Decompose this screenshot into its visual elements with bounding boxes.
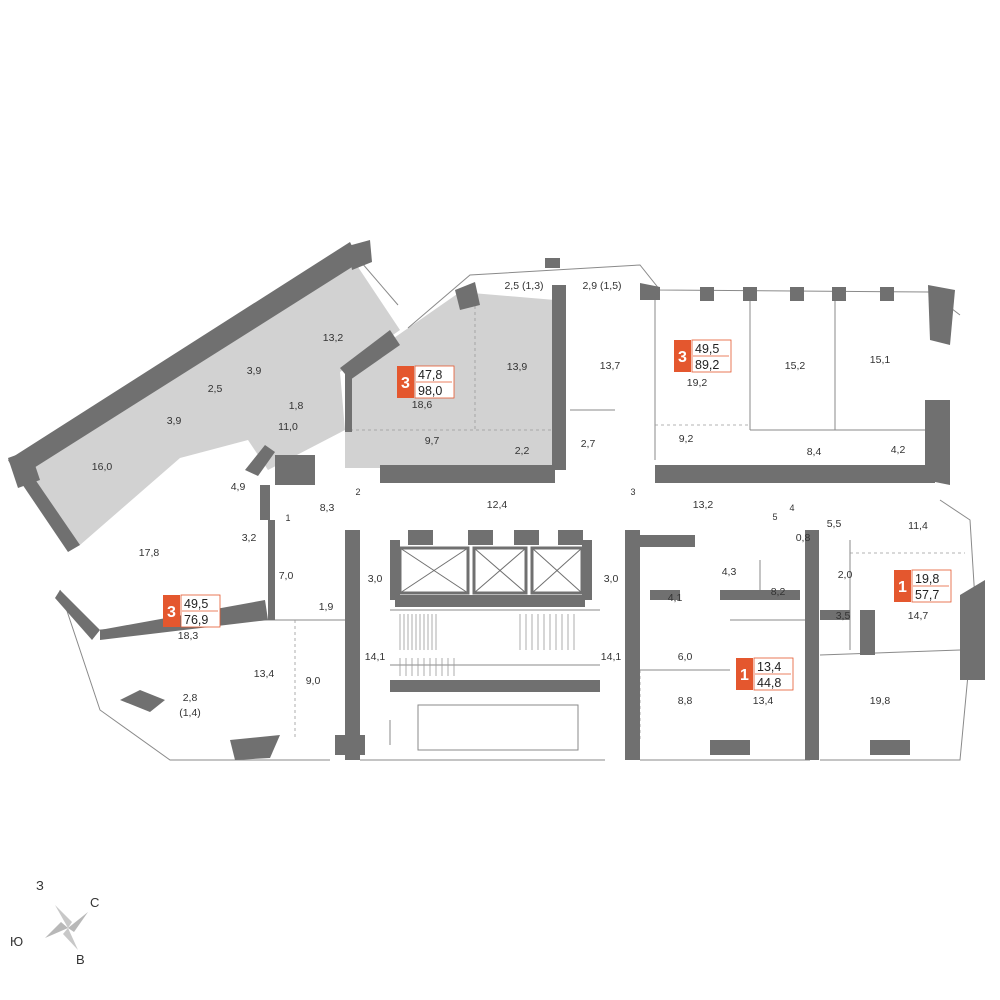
room-label: 3,0 bbox=[604, 573, 619, 585]
room-label: 3,0 bbox=[368, 573, 383, 585]
room-label: 4,2 bbox=[891, 444, 906, 456]
room-label: 9,7 bbox=[425, 435, 440, 447]
room-label: 7,0 bbox=[279, 570, 294, 582]
unit-rooms-count: 3 bbox=[401, 375, 410, 392]
corridor-marker: 1 bbox=[285, 513, 290, 523]
room-label: 16,0 bbox=[92, 461, 113, 473]
corridor-marker: 5 bbox=[772, 512, 777, 522]
unit-rooms-count: 3 bbox=[167, 604, 176, 621]
room-label: 2,5 (1,3) bbox=[504, 280, 543, 292]
room-label: 8,4 bbox=[807, 446, 822, 458]
room-label: 2,7 bbox=[581, 438, 596, 450]
unit-total-area: 57,7 bbox=[915, 588, 939, 602]
compass-label-north: З bbox=[36, 878, 44, 893]
compass-needle-icon bbox=[55, 905, 72, 928]
room-label: 13,7 bbox=[600, 360, 621, 372]
corridor-marker: 2 bbox=[355, 487, 360, 497]
corridor-markers: 1 2 3 4 5 bbox=[285, 487, 794, 523]
room-label: 6,0 bbox=[678, 651, 693, 663]
room-label: 1,8 bbox=[289, 400, 304, 412]
unit-living-area: 49,5 bbox=[695, 342, 719, 356]
room-label: (1,4) bbox=[179, 707, 201, 719]
room-label: 11,0 bbox=[278, 421, 298, 433]
unit-living-area: 19,8 bbox=[915, 572, 939, 586]
room-label: 8,3 bbox=[320, 502, 335, 514]
compass: З С В Ю bbox=[10, 878, 99, 967]
elevators bbox=[398, 530, 584, 595]
room-label: 3,2 bbox=[242, 532, 257, 544]
unit-badge-3-north[interactable]: 3 49,5 89,2 bbox=[674, 339, 732, 373]
room-label: 13,2 bbox=[323, 332, 344, 344]
room-label: 13,4 bbox=[753, 695, 774, 707]
room-label: 14,7 bbox=[908, 610, 929, 622]
unit-rooms-count: 1 bbox=[740, 667, 749, 684]
unit-badge-3-center[interactable]: 3 47,8 98,0 bbox=[397, 365, 455, 399]
dashed-zone-lines bbox=[294, 300, 965, 740]
corridor-marker: 3 bbox=[630, 487, 635, 497]
room-label: 2,2 bbox=[515, 445, 530, 457]
room-label: 4,9 bbox=[231, 481, 246, 493]
room-label: 12,4 bbox=[487, 499, 508, 511]
room-label: 2,8 bbox=[183, 692, 198, 704]
unit-badge-1-center[interactable]: 1 13,4 44,8 bbox=[736, 657, 794, 691]
room-label: 18,6 bbox=[412, 399, 433, 411]
room-label: 0,8 bbox=[796, 532, 811, 544]
unit-living-area: 47,8 bbox=[418, 368, 442, 382]
unit-total-area: 98,0 bbox=[418, 384, 442, 398]
room-label: 2,5 bbox=[208, 383, 223, 395]
room-label: 13,2 bbox=[693, 499, 714, 511]
compass-label-south: В bbox=[76, 952, 85, 967]
unit-total-area: 44,8 bbox=[757, 676, 781, 690]
room-label: 2,0 bbox=[838, 569, 853, 581]
unit-total-area: 89,2 bbox=[695, 358, 719, 372]
room-label: 19,2 bbox=[687, 377, 708, 389]
unit-rooms-count: 3 bbox=[678, 349, 687, 366]
room-label: 11,4 bbox=[908, 520, 928, 532]
walls bbox=[8, 240, 985, 760]
room-label: 15,2 bbox=[785, 360, 806, 372]
room-label: 13,4 bbox=[254, 668, 275, 680]
room-label: 14,1 bbox=[601, 651, 622, 663]
room-label: 8,8 bbox=[678, 695, 693, 707]
unit-badge-1-east[interactable]: 1 19,8 57,7 bbox=[894, 569, 952, 603]
room-label: 15,1 bbox=[870, 354, 891, 366]
room-label: 4,1 bbox=[668, 592, 683, 604]
room-label: 3,5 bbox=[836, 610, 851, 622]
room-label: 5,5 bbox=[827, 518, 842, 530]
unit-living-area: 49,5 bbox=[184, 597, 208, 611]
room-label: 17,8 bbox=[139, 547, 160, 559]
room-label: 3,9 bbox=[247, 365, 262, 377]
room-label: 13,9 bbox=[507, 361, 528, 373]
shaded-apartment-west[interactable] bbox=[18, 255, 400, 548]
room-label: 9,0 bbox=[306, 675, 321, 687]
room-label: 9,2 bbox=[679, 433, 694, 445]
unit-rooms-count: 1 bbox=[898, 579, 907, 596]
stairs bbox=[399, 614, 575, 676]
compass-label-east: С bbox=[90, 895, 99, 910]
compass-label-west: Ю bbox=[10, 934, 23, 949]
unit-badge-3-west[interactable]: 3 49,5 76,9 bbox=[163, 594, 221, 628]
unit-living-area: 13,4 bbox=[757, 660, 781, 674]
room-label: 3,9 bbox=[167, 415, 182, 427]
corridor-marker: 4 bbox=[789, 503, 794, 513]
room-label: 18,3 bbox=[178, 630, 199, 642]
room-labels: 13,2 3,9 2,5 1,8 3,9 11,0 16,0 4,9 8,3 3… bbox=[92, 280, 929, 719]
room-label: 8,2 bbox=[771, 586, 786, 598]
room-label: 2,9 (1,5) bbox=[582, 280, 621, 292]
room-label: 19,8 bbox=[870, 695, 891, 707]
unit-total-area: 76,9 bbox=[184, 613, 208, 627]
room-label: 14,1 bbox=[365, 651, 386, 663]
room-label: 4,3 bbox=[722, 566, 737, 578]
room-label: 1,9 bbox=[319, 601, 334, 613]
